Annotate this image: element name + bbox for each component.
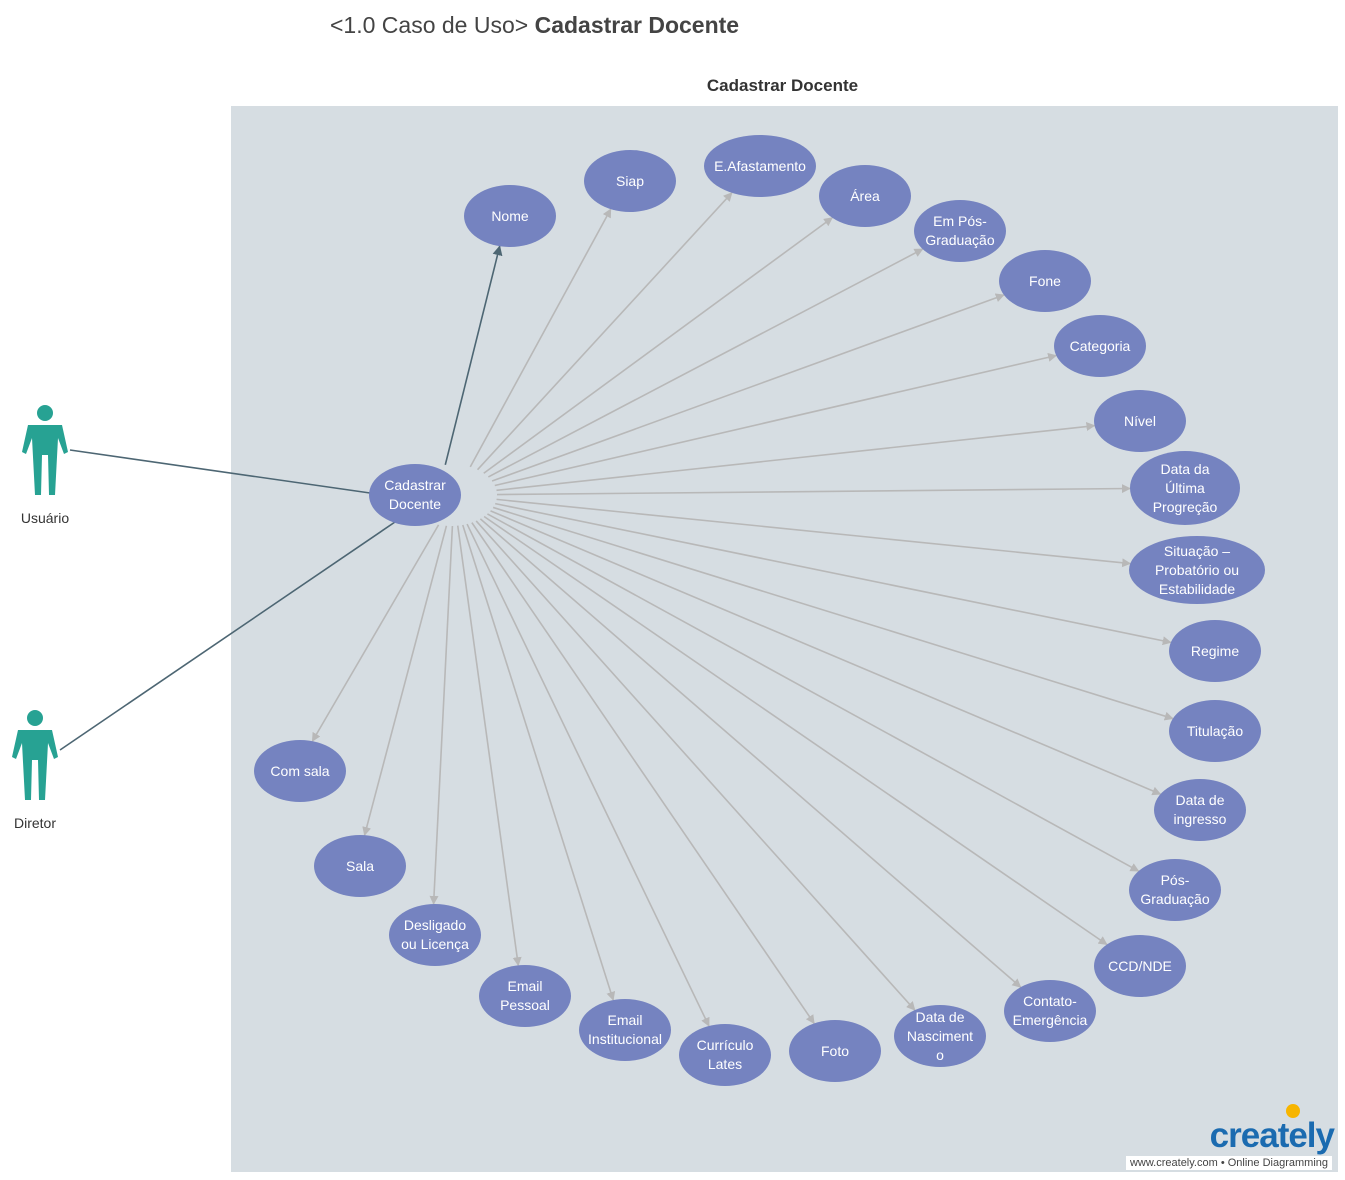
include-arrow-data-de-nascimento (475, 520, 916, 1011)
include-arrow-nome (444, 245, 503, 465)
include-arrow-situacao (496, 498, 1132, 568)
include-arrow-e-afastamento (476, 192, 733, 471)
use-case-curriculo-lates[interactable] (679, 1024, 771, 1086)
use-case-titulacao[interactable] (1169, 700, 1261, 762)
page-title-prefix: <1.0 Caso de Uso> (330, 12, 529, 38)
include-arrow-regime (495, 502, 1172, 646)
include-arrow-ccd-nde (483, 515, 1108, 946)
include-arrow-contato-emergencia (479, 518, 1022, 988)
use-case-contato-emergencia[interactable] (1004, 980, 1096, 1042)
include-arrow-foto (471, 522, 815, 1025)
include-arrow-em-pos-graduacao (487, 248, 924, 478)
use-case-categoria[interactable] (1054, 315, 1146, 377)
use-case-email-pessoal[interactable] (479, 965, 571, 1027)
actor-diretor-icon[interactable] (12, 710, 58, 800)
include-arrow-categoria (494, 352, 1058, 487)
association-usuario (69, 449, 371, 494)
logo-wordmark: creately (1209, 1116, 1335, 1155)
use-cases-layer (254, 135, 1265, 1086)
relationship-lines (59, 192, 1174, 1027)
include-arrow-data-ultima-progrecao (496, 484, 1131, 496)
use-case-cadastrar-docente[interactable] (369, 464, 461, 526)
use-case-com-sala[interactable] (254, 740, 346, 802)
use-case-fone[interactable] (999, 250, 1091, 312)
include-arrow-desligado-ou-licenca (429, 525, 454, 905)
include-arrow-email-pessoal (456, 525, 522, 967)
use-case-area[interactable] (819, 165, 911, 227)
include-arrow-pos-graduacao (487, 513, 1140, 872)
page-title: <1.0 Caso de Uso> Cadastrar Docente (330, 12, 739, 39)
use-case-pos-graduacao[interactable] (1129, 859, 1221, 921)
page-title-name: Cadastrar Docente (534, 12, 740, 38)
include-arrow-email-institucional (462, 524, 616, 1001)
use-case-nome[interactable] (464, 185, 556, 247)
use-case-em-pos-graduacao[interactable] (914, 200, 1006, 262)
use-case-desligado-ou-licenca[interactable] (389, 904, 481, 966)
use-case-nivel[interactable] (1094, 390, 1186, 452)
use-case-email-institucional[interactable] (579, 999, 671, 1061)
system-boundary-title: Cadastrar Docente (706, 76, 859, 95)
include-arrow-com-sala (311, 524, 440, 742)
use-case-sala[interactable] (314, 835, 406, 897)
use-case-data-de-nascimento[interactable] (894, 1005, 986, 1067)
actor-usuario-label: Usuário (20, 510, 70, 526)
association-diretor (59, 521, 396, 751)
include-arrow-titulacao (492, 506, 1174, 721)
logo-url: www.creately.com • Online Diagramming (1125, 1156, 1332, 1170)
use-case-situacao[interactable] (1129, 536, 1265, 604)
actor-diretor-label: Diretor (13, 815, 56, 831)
include-arrow-curriculo-lates (466, 523, 710, 1027)
use-case-siap[interactable] (584, 150, 676, 212)
use-case-data-ultima-progrecao[interactable] (1130, 451, 1240, 525)
use-case-e-afastamento[interactable] (704, 135, 816, 197)
include-arrow-area (483, 217, 833, 474)
use-case-ccd-nde[interactable] (1094, 935, 1186, 997)
use-case-foto[interactable] (789, 1020, 881, 1082)
use-case-data-de-ingresso[interactable] (1154, 779, 1246, 841)
creately-logo: creately www.creately.com • Online Diagr… (1108, 1104, 1338, 1172)
actor-usuario-icon[interactable] (22, 405, 68, 495)
actors-layer (12, 405, 68, 800)
include-arrow-fone (491, 293, 1005, 482)
include-arrow-sala (362, 525, 448, 837)
use-case-regime[interactable] (1169, 620, 1261, 682)
lightbulb-icon (1286, 1104, 1300, 1118)
include-arrow-siap (469, 208, 612, 468)
include-arrow-nivel (496, 422, 1096, 492)
include-arrow-data-de-ingresso (490, 510, 1162, 796)
